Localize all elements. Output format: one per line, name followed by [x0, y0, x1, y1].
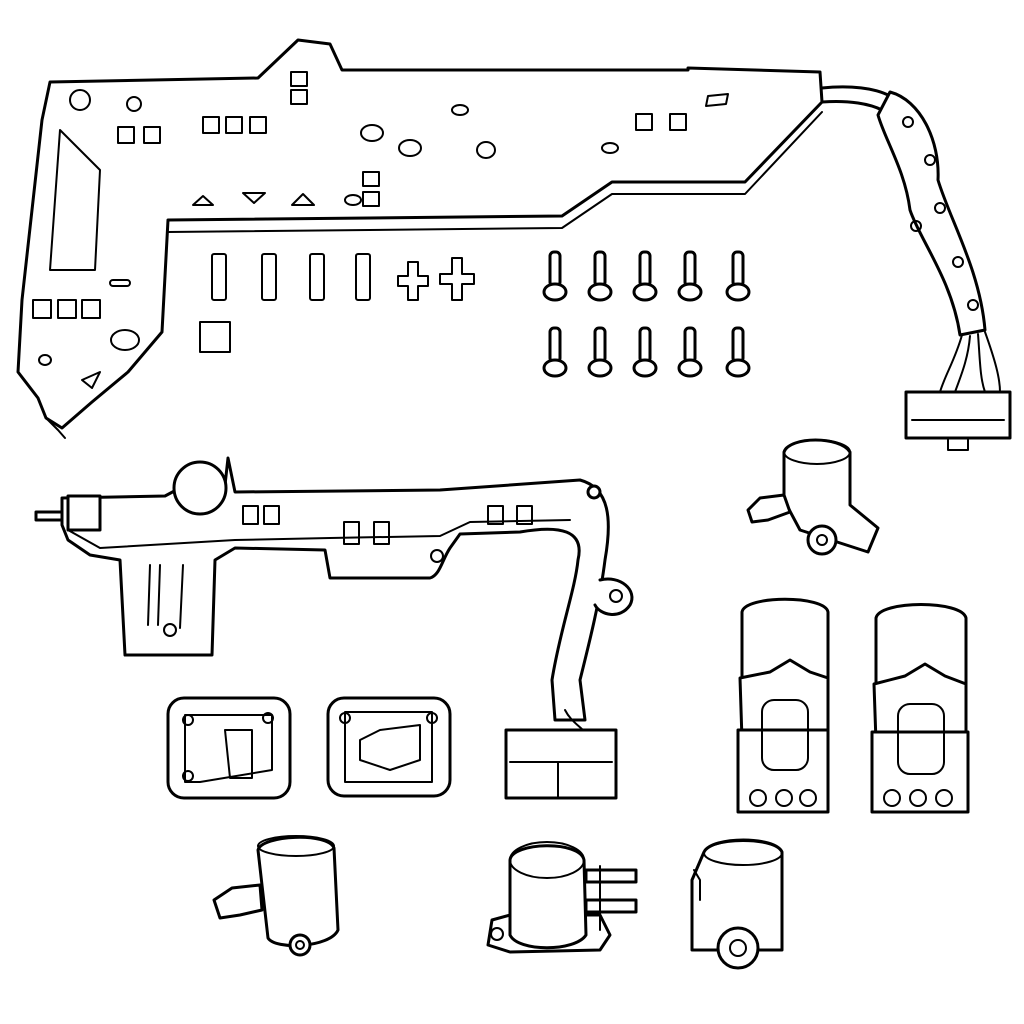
- secondary-harness-connector: [504, 728, 618, 800]
- secondary-wire-harness: [34, 456, 634, 800]
- gasket-plates: [166, 696, 452, 800]
- solenoid-valves: [212, 438, 970, 970]
- main-wire-harness: [820, 85, 1012, 451]
- gasket-plate: [326, 696, 452, 798]
- solenoid-flange: [486, 841, 638, 954]
- solenoid-small: [212, 835, 340, 957]
- bolt: [542, 250, 568, 302]
- main-circuit-board: [16, 38, 824, 439]
- pressure-regulator-solenoid: [736, 597, 830, 814]
- pressure-regulator-solenoid: [870, 603, 970, 814]
- solenoid-small: [746, 438, 880, 556]
- bolts: [542, 250, 751, 378]
- solenoid-round: [690, 838, 784, 970]
- main-harness-connector: [904, 390, 1012, 440]
